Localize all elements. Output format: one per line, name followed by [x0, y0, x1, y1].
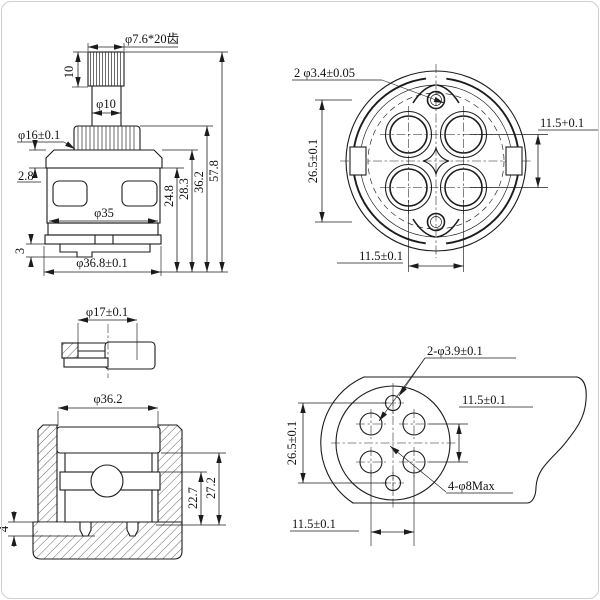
- dim-plan-small-holes: 2-φ3.9±0.1: [378, 344, 516, 422]
- dim-plan-pitch-v: 11.5±0.1: [429, 393, 533, 463]
- dim-plan-large-holes: 4-φ8Max: [389, 445, 513, 494]
- dim-pin-height: 4: [0, 511, 95, 547]
- dim-label-base-step: 3: [13, 248, 27, 254]
- view-cartridge-bottom: 2 φ3.4±0.05 26.5±0.1 11.5+0.1 11.5±0.1: [292, 64, 599, 272]
- dim-label-pitch-v-top: 11.5+0.1: [540, 116, 584, 130]
- nut-outline: [61, 324, 156, 378]
- dim-label-collar: φ16±0.1: [18, 128, 60, 142]
- dim-label-stem: φ10: [96, 97, 116, 111]
- dim-plan-pitch-h: 11.5±0.1: [290, 470, 415, 546]
- dim-label-plan-pitch-v: 11.5±0.1: [462, 393, 506, 407]
- dim-label-pin-height: 4: [0, 525, 11, 532]
- dim-collar: φ16±0.1: [17, 128, 76, 150]
- dim-label-plan-large-holes: 4-φ8Max: [448, 479, 496, 493]
- dim-pitch-v-top: 11.5+0.1: [470, 116, 599, 188]
- dim-small-holes-top: 2 φ3.4±0.05: [292, 66, 445, 104]
- dim-spline-length: 10: [62, 52, 88, 88]
- dim-label-h-cap: 28.3: [177, 178, 191, 200]
- dim-label-h-inner: 22.7: [186, 487, 200, 509]
- dim-label-pitch-h-top: 11.5±0.1: [359, 249, 403, 263]
- dim-height-stack: 24.8 28.3 36.2 57.8: [140, 52, 225, 272]
- dim-stem: φ10: [92, 97, 121, 116]
- dim-label-plan-small-holes: 2-φ3.9±0.1: [427, 344, 483, 358]
- dim-label-h-total: 57.8: [207, 160, 221, 182]
- dim-label-housing-dia: φ36.2: [93, 392, 122, 406]
- dim-base-step: 3: [13, 234, 77, 267]
- dim-label-h-outer: 27.2: [204, 477, 218, 499]
- view-cartridge-side: φ7.6*20齿 10 φ10 φ16±0.1 2.8 φ35 3 φ36.8±: [13, 32, 228, 276]
- dim-housing-heights: 22.7 27.2: [156, 452, 226, 526]
- dim-label-plan-span-v: 26.5±0.1: [285, 421, 299, 465]
- dim-base-dia: φ36.8±0.1: [43, 246, 228, 276]
- housing-outline: [32, 424, 183, 560]
- dim-pitch-h-top: 11.5±0.1: [337, 200, 464, 272]
- dim-plan-span-v: 26.5±0.1: [285, 402, 387, 484]
- dim-label-base-dia: φ36.8±0.1: [76, 256, 128, 270]
- dim-label-spline-length: 10: [62, 66, 76, 79]
- dim-housing-dia: φ36.2: [57, 392, 159, 426]
- dim-label-h-body: 24.8: [162, 185, 176, 207]
- view-housing-section: φ36.2 22.7 27.2 4: [0, 392, 226, 560]
- dim-cap-height: 2.8: [17, 140, 47, 183]
- dim-label-body-dia: φ35: [94, 206, 114, 220]
- dim-nut-dia: φ17±0.1: [77, 305, 138, 360]
- dim-label-span-v-top: 26.5±0.1: [306, 139, 320, 183]
- dim-label-cap-height: 2.8: [18, 169, 34, 183]
- dim-label-spline: φ7.6*20齿: [125, 32, 179, 46]
- dim-label-nut-dia: φ17±0.1: [86, 305, 128, 319]
- cartridge-bottom-outline: [340, 64, 532, 258]
- view-mounting-plan: 2-φ3.9±0.1 11.5±0.1 26.5±0.1 4-φ8Max 11.…: [285, 344, 587, 546]
- dim-span-v-top: 26.5±0.1: [306, 99, 352, 223]
- dim-label-h-collar: 36.2: [192, 171, 206, 193]
- dim-label-small-holes-top: 2 φ3.4±0.05: [294, 66, 355, 80]
- dim-spline: φ7.6*20齿: [87, 32, 179, 51]
- dim-body-dia: φ35: [49, 206, 158, 224]
- cartridge-side-outline: [44, 51, 228, 258]
- view-nut-section: φ17±0.1: [61, 305, 156, 378]
- dim-label-plan-pitch-h: 11.5±0.1: [292, 517, 336, 531]
